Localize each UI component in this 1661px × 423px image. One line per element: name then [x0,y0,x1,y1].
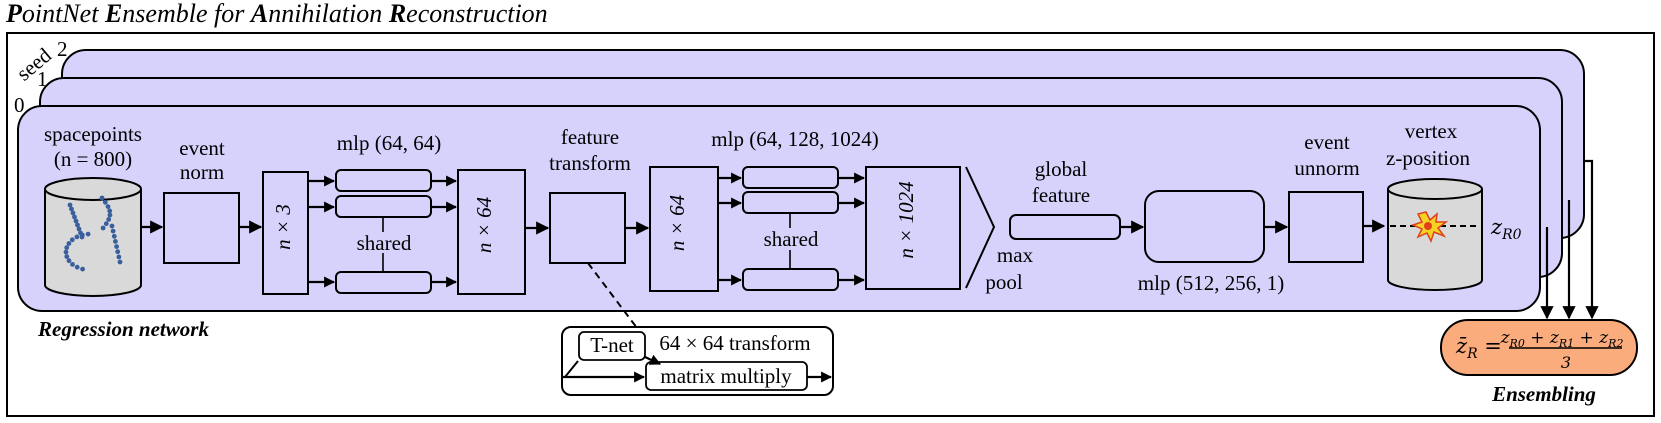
n3-box [262,171,309,295]
tnet-label: T-net [590,333,634,357]
vertex-label-2: z-position [1386,146,1470,170]
formula-numerator: zR0 + zR1 + zR2 [1500,328,1624,350]
mlp2-shared-label: shared [764,227,819,251]
figure-title: PointNet Ensemble for Annihilation Recon… [5,0,548,28]
spacepoint-dot [64,245,70,251]
spacepoint-dot [66,241,72,246]
spacepoint-dot [113,239,118,244]
feature-transform-box [549,192,626,264]
n64-a-label: n × 64 [472,196,496,253]
spacepoint-dot [69,206,74,212]
mlp2-layer-n [742,268,839,291]
event-unnorm-label-2: unnorm [1294,156,1359,180]
mlp2-label: mlp (64, 128, 1024) [711,127,878,151]
event-norm-label-1: event [179,136,225,160]
spacepoint-dot [85,231,91,237]
spacepoint-dot [72,214,77,220]
spacepoint-dot [107,212,113,218]
spacepoint-dot [99,195,105,201]
spacepoint-dot [109,223,115,229]
spacepoint-dot [106,217,112,222]
spacepoints-count: (n = 800) [54,147,132,171]
global-feature-label-1: global [1035,157,1088,181]
tnet-box [578,331,646,361]
spacepoint-dot [63,249,69,255]
global-feature-label-2: feature [1032,183,1090,207]
n64-a-box [457,169,526,295]
spacepoint-dots [63,195,123,272]
tnet-transform-label: 64 × 64 transform [659,331,810,355]
max-pool-shape [965,166,996,289]
spacepoint-dot [114,244,119,250]
spacepoint-dot [66,258,72,264]
mlp2-layer-1 [742,166,839,189]
feature-transform-label-1: feature [561,125,619,149]
spacepoint-dot [116,254,122,260]
spacepoint-dot [79,232,85,238]
formula-denominator: 3 [1561,353,1571,372]
spacepoint-dot [110,228,116,234]
spacepoint-dot [103,221,109,227]
spacepoints-label: spacepoints [44,122,142,146]
spacepoint-dot [70,210,76,216]
spacepoint-dot [107,208,113,214]
ensembling-label: Ensembling [1491,382,1596,406]
spacepoint-dot [115,249,121,255]
n64-b-label: n × 64 [665,194,689,251]
feature-transform-label-2: transform [549,151,631,175]
spacepoint-dot [69,237,75,243]
spacepoint-dot [74,264,80,270]
event-norm-box [163,192,240,264]
vertex-label-1: vertex [1405,119,1458,143]
matmul-label: matrix multiply [660,364,792,388]
spacepoint-dot [111,233,117,239]
ensemble-formula: z̄R = zR0 + zR1 + zR2 3 [1440,319,1638,376]
mlp2-layers [718,166,866,291]
spacepoint-dot [64,254,70,259]
spacepoint-dot [80,266,85,272]
formula-lhs: z̄R = [1455,334,1502,362]
mlp1-layer-1 [335,169,432,192]
n64-b-box [649,166,719,292]
n1024-label: n × 1024 [894,181,918,259]
mlp1-layers [308,169,458,294]
event-norm-label-2: norm [180,160,224,184]
vertex-cylinder [1387,178,1483,291]
event-unnorm-box [1288,191,1364,263]
spacepoint-dot [100,225,106,231]
spacepoint-dot [70,262,75,267]
spacepoints-cylinder [44,177,142,297]
mlp1-layer-2 [335,195,432,218]
seed-value-2: 2 [57,37,68,61]
spacepoint-dot [117,259,123,265]
seed-value-0: 0 [14,93,25,117]
mlp1-layer-n [335,271,432,294]
spacepoint-dot [102,199,108,205]
n1024-box [865,166,961,290]
seed-value-1: 1 [37,67,48,91]
spacepoint-dot [73,218,79,224]
spacepoint-dot [67,202,73,208]
mlp2-layer-2 [742,191,839,214]
max-pool-label-1: max [997,243,1034,267]
mlp1-shared-label: shared [357,231,412,255]
outer-frame [6,32,1655,417]
tnet-group: T-net 64 × 64 transform matrix multiply [561,326,834,396]
mlp3-label: mlp (512, 256, 1) [1138,271,1284,295]
spacepoint-dot [74,234,80,240]
max-pool-label-2: pool [985,270,1023,294]
event-unnorm-label-1: event [1304,130,1350,154]
regression-network-label: Regression network [37,317,209,341]
spacepoint-dot [76,226,82,232]
global-feature-box [1009,214,1121,240]
mlp3-box [1144,190,1265,263]
seed-label: seed [12,43,56,86]
spacepoint-dot [75,222,80,228]
mlp1-label: mlp (64, 64) [337,131,441,155]
n3-label: n × 3 [271,204,295,250]
spacepoint-dot [105,204,111,210]
